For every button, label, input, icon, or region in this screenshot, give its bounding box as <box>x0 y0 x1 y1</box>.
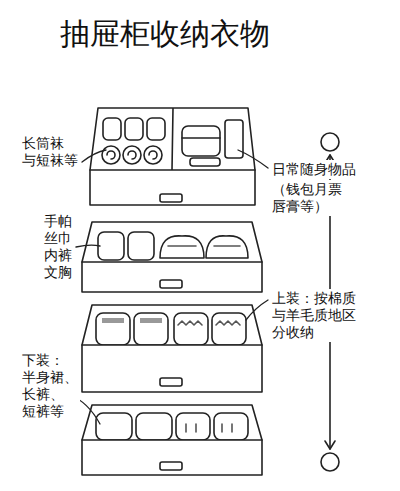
folded-bottoms <box>96 413 248 440</box>
drawer-outline <box>90 108 255 170</box>
drawer-handle <box>160 194 182 202</box>
handkerchief <box>98 232 124 260</box>
folded-top <box>174 313 208 345</box>
start-circle <box>321 133 339 151</box>
folded-top <box>134 313 168 345</box>
folded-trousers <box>136 413 172 440</box>
callout-label: （钱包月票 唇膏等） <box>270 180 344 216</box>
bottom-drawer <box>82 405 262 475</box>
end-circle <box>321 453 339 471</box>
bra <box>160 236 204 258</box>
daily-items <box>182 120 243 166</box>
drawer-front <box>82 440 262 475</box>
drawer-handle <box>160 280 182 288</box>
drawer-front <box>82 262 262 292</box>
drawer-outline <box>82 222 262 262</box>
folded-sock <box>147 118 165 140</box>
scarf <box>128 232 154 260</box>
grey-band <box>102 318 124 323</box>
drawer-outline <box>82 405 262 440</box>
drawer-handle <box>160 378 182 386</box>
folded-tops <box>96 313 246 345</box>
folded-shorts <box>214 413 248 440</box>
diagram-title: 抽屉柜收纳衣物 <box>60 16 270 52</box>
fold-lines <box>186 424 232 432</box>
leader-line <box>82 150 106 162</box>
callout-label: 手帕 丝巾 内裤 文胸 <box>42 212 74 282</box>
callout-label: 日常随身物品 <box>270 160 358 179</box>
folded-sock <box>103 118 121 140</box>
third-drawer <box>82 305 262 392</box>
folded-top <box>212 313 246 345</box>
underwear-items <box>98 232 248 260</box>
grey-band <box>140 318 162 323</box>
sock-rolls <box>102 118 165 164</box>
callout-label: 下装： 半身裙、 长裤、 短裤等 <box>20 351 80 421</box>
knit-pattern <box>178 321 240 325</box>
leader-line <box>238 150 268 168</box>
callout-label: 长筒袜 与短袜等 <box>20 134 80 170</box>
leader-line <box>76 245 100 247</box>
callout-label: 上装：按棉质 与羊毛质地区 分收纳 <box>270 289 358 342</box>
top-drawer <box>90 108 255 205</box>
wallet-clasp <box>182 137 220 139</box>
sock-spiral <box>107 151 157 159</box>
bra-stripes <box>168 245 240 247</box>
drawer-front <box>82 345 262 392</box>
drawer-outline <box>82 305 262 345</box>
folded-top <box>96 313 130 345</box>
drawer-handle <box>160 462 182 470</box>
leader-lines <box>70 150 268 424</box>
second-drawer <box>82 222 262 292</box>
lipstick <box>190 158 220 166</box>
card-case <box>225 120 243 158</box>
bra <box>206 236 248 258</box>
folded-trousers <box>176 413 210 440</box>
folded-skirt <box>96 413 132 440</box>
leader-line <box>246 300 268 320</box>
folded-sock <box>125 118 143 140</box>
wallet <box>182 126 220 156</box>
drawer-front <box>90 170 255 205</box>
